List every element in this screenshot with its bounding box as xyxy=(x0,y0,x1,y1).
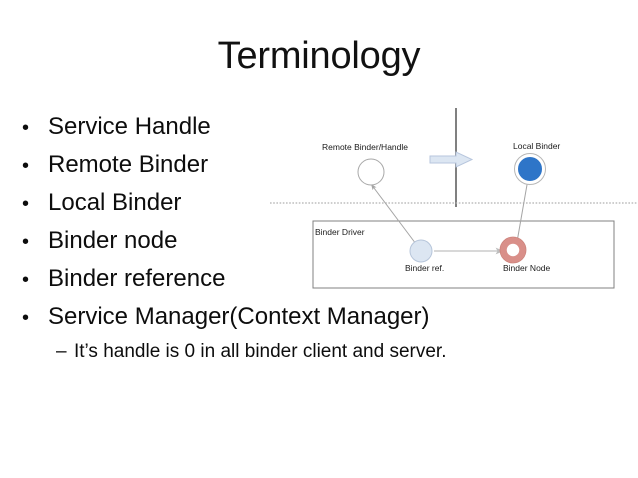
binder-ref-label: Binder ref. xyxy=(405,263,445,273)
list-item-label: Remote Binder xyxy=(48,151,209,178)
dash-marker-icon: – xyxy=(56,341,67,362)
list-item-label: Binder reference xyxy=(48,265,226,292)
list-item: • Binder node xyxy=(22,222,522,260)
binder-node-donut-icon xyxy=(500,237,526,263)
binder-ref-circle-icon xyxy=(409,239,433,263)
page-title: Terminology xyxy=(217,35,421,77)
remote-binder-label: Remote Binder/Handle xyxy=(322,142,408,152)
bullet-marker-icon: • xyxy=(22,231,30,253)
local-binder-circle-icon xyxy=(518,157,542,181)
binder-architecture-diagram: Remote Binder/Handle Local Binder Binder… xyxy=(265,96,638,301)
binder-node-to-local-binder-connector xyxy=(516,178,530,243)
bullet-marker-icon: • xyxy=(22,155,30,177)
bullet-marker-icon: • xyxy=(22,193,30,215)
bullet-marker-icon: • xyxy=(22,307,30,329)
sub-list-item-label: It’s handle is 0 in all binder client an… xyxy=(74,341,447,362)
local-binder-label: Local Binder xyxy=(513,141,561,151)
list-item-label: Service Handle xyxy=(48,113,211,140)
diagram-canvas xyxy=(270,108,638,289)
binder-driver-box xyxy=(312,220,615,289)
binder-node-label: Binder Node xyxy=(503,263,551,273)
bullet-marker-icon: • xyxy=(22,269,30,291)
transfer-block-arrow-icon xyxy=(429,151,474,168)
list-item: • Service Manager(Context Manager) xyxy=(22,298,522,336)
list-item-label: Binder node xyxy=(48,227,178,254)
list-item-label: Service Manager(Context Manager) xyxy=(48,303,430,330)
list-item: • Service Handle xyxy=(22,108,522,146)
binder-node-donut-outline-icon xyxy=(499,236,527,264)
list-item: • Local Binder xyxy=(22,184,522,222)
remote-binder-circle-icon xyxy=(357,158,385,186)
binder-driver-label: Binder Driver xyxy=(315,227,365,237)
bullet-marker-icon: • xyxy=(22,117,30,139)
binder-ref-to-remote-binder-connector xyxy=(370,183,417,245)
list-item-label: Local Binder xyxy=(48,189,182,216)
sub-list-item: – It’s handle is 0 in all binder client … xyxy=(56,336,522,368)
list-item: • Binder reference xyxy=(22,260,522,298)
bullet-list: • Service Handle • Remote Binder • Local… xyxy=(22,108,522,368)
list-item: • Remote Binder xyxy=(22,146,522,184)
